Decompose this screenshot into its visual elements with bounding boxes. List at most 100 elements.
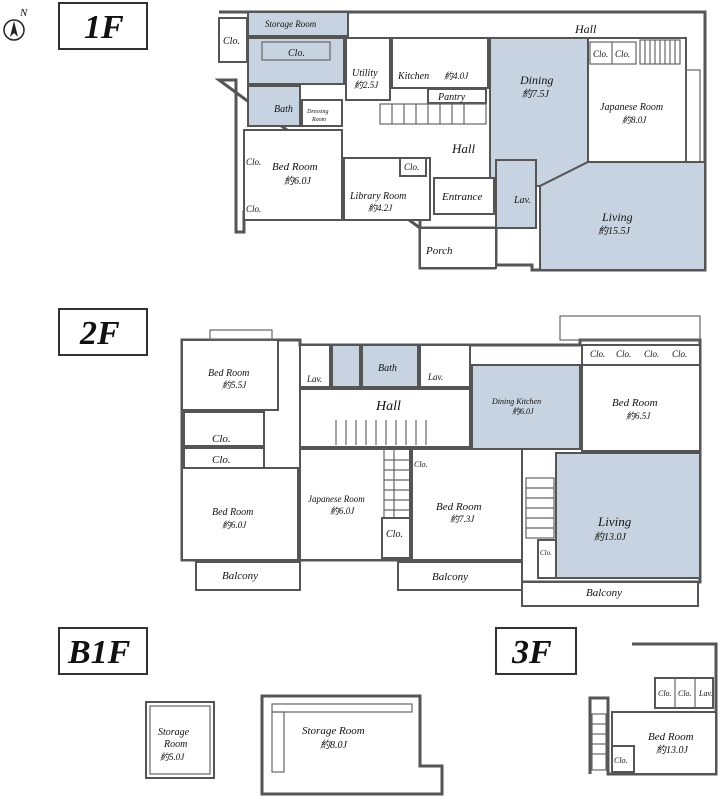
room-2f-clo-5: [183, 411, 265, 447]
room-2f-clo-8: [381, 517, 411, 559]
label-2f-clo-1: Clo.: [590, 349, 605, 359]
room-1f-utility: [345, 37, 391, 101]
plan-b1f: [145, 694, 444, 796]
label-1f-bedroom-size: 約6.0J: [284, 175, 312, 187]
label-3f-lav: Lav.: [698, 689, 712, 698]
labels-3f: Clo. Clo. Lav. Bed Room 約13.0J Clo.: [614, 689, 712, 765]
label-1f-storage: Storage Room: [265, 19, 317, 29]
room-1f-clo-b: [247, 37, 345, 85]
label-3f-bed: Bed Room: [648, 731, 694, 743]
plan-1f: [214, 10, 707, 272]
label-2f-clo-3: Clo.: [644, 349, 659, 359]
label-1f-bath: Bath: [274, 104, 293, 115]
labels-b1f: Storage Room 約5.0J Storage Room 約8.0J: [158, 725, 365, 762]
label-2f-bed4: Bed Room: [436, 501, 482, 513]
label-2f-japanese-size: 約6.0J: [330, 506, 355, 516]
floor-label-b1f: B1F: [58, 627, 148, 675]
label-1f-porch: Porch: [425, 245, 453, 257]
room-1f-living: [539, 161, 706, 271]
label-1f-living-size: 約15.5J: [598, 225, 631, 237]
label-2f-clo-7: Clo.: [414, 460, 428, 469]
label-2f-hall: Hall: [375, 399, 401, 414]
room-2f-dk: [471, 364, 581, 450]
label-b1-storage1-size: 約5.0J: [160, 752, 185, 762]
label-1f-utility: Utility: [352, 68, 378, 79]
label-2f-lav1: Lav.: [306, 374, 322, 384]
label-1f-library-size: 約4.2J: [368, 203, 393, 213]
label-3f-clo-3: Clo.: [614, 756, 628, 765]
room-2f-living: [555, 452, 701, 579]
room-2f-bed2: [581, 364, 701, 452]
room-1f-porch: [419, 227, 497, 269]
label-1f-clo-e: Clo.: [404, 162, 419, 172]
label-b1-storage2-size: 約8.0J: [320, 739, 348, 751]
label-1f-clo-c: Clo.: [593, 49, 608, 59]
label-1f-kitchen-size: 約4.0J: [444, 71, 469, 81]
label-1f-clo-a: Clo.: [223, 36, 240, 47]
label-2f-clo-5: Clo.: [212, 433, 231, 445]
label-b1-storage1: Storage: [158, 727, 190, 738]
label-2f-japanese: Japanese Room: [308, 494, 365, 504]
label-b1-storage1b: Room: [163, 739, 187, 750]
label-1f-pantry: Pantry: [437, 92, 466, 103]
label-2f-clo-8: Clo.: [386, 529, 403, 540]
label-1f-dining: Dining: [519, 73, 553, 87]
label-2f-clo-4: Clo.: [672, 349, 687, 359]
label-2f-bed3: Bed Room: [212, 507, 253, 518]
room-2f-balcony2: [397, 561, 523, 591]
label-1f-clo-f: Clo.: [246, 157, 261, 167]
room-1f-bath: [247, 85, 301, 127]
label-1f-dining-size: 約7.5J: [522, 88, 550, 100]
floor-label-2f: 2F: [58, 308, 148, 356]
room-1f-pantry: [427, 88, 487, 104]
label-1f-living: Living: [601, 210, 633, 224]
label-2f-bed1-size: 約5.5J: [222, 380, 247, 390]
labels-2f: Bed Room 約5.5J Lav. Bath Lav. Dining Kit…: [208, 349, 687, 599]
plan-3f: [588, 642, 718, 776]
room-2f-bed4: [411, 448, 523, 561]
room-2f-hall: [299, 388, 471, 448]
label-2f-clo-9: Clo.: [540, 549, 552, 557]
label-1f-japanese-size: 約8.0J: [622, 115, 647, 125]
room-2f-bath: [361, 344, 419, 388]
label-2f-balcony1: Balcony: [222, 570, 258, 582]
label-1f-hall-mid: Hall: [451, 141, 476, 156]
floor-3f-text: 3F: [511, 634, 552, 671]
room-2f-balcony3: [521, 581, 699, 607]
label-1f-utility-size: 約2.5J: [354, 80, 379, 90]
labels-1f: Storage Room Hall Clo. Clo. Clo. Clo. Ut…: [223, 19, 663, 257]
label-2f-living: Living: [597, 514, 632, 529]
label-1f-entrance: Entrance: [441, 191, 482, 203]
room-2f-japanese: [299, 448, 411, 561]
label-1f-dressing2: Room: [311, 117, 327, 123]
label-3f-clo-1: Clo.: [658, 689, 672, 698]
room-1f-bedroom: [243, 129, 343, 221]
label-1f-japanese: Japanese Room: [600, 102, 663, 113]
floor-label-1f: 1F: [58, 2, 148, 50]
room-2f-balcony1: [195, 561, 301, 591]
floor-b1f-text: B1F: [67, 634, 131, 671]
label-1f-clo-d: Clo.: [615, 49, 630, 59]
label-2f-dk-size: 約6.0J: [512, 407, 534, 416]
label-1f-kitchen: Kitchen: [397, 71, 429, 82]
label-1f-bedroom: Bed Room: [272, 161, 318, 173]
label-2f-balcony2: Balcony: [432, 571, 468, 583]
room-b1-storage1: [145, 701, 215, 779]
compass-icon: N: [3, 7, 28, 41]
room-2f-lav2: [419, 344, 471, 388]
label-3f-clo-2: Clo.: [678, 689, 692, 698]
label-2f-clo-2: Clo.: [616, 349, 631, 359]
label-2f-bed1: Bed Room: [208, 368, 249, 379]
room-1f-clo-e: [399, 157, 427, 177]
room-2f-bed1: [181, 339, 279, 411]
label-2f-lav2: Lav.: [427, 372, 443, 382]
room-1f-entrance: [433, 177, 495, 215]
label-2f-balcony3: Balcony: [586, 587, 622, 599]
label-1f-library: Library Room: [349, 191, 406, 202]
label-1f-clo-g: Clo.: [246, 204, 261, 214]
label-1f-clo-b: Clo.: [288, 48, 305, 59]
label-2f-bed4-size: 約7.3J: [450, 514, 475, 524]
label-2f-bed2: Bed Room: [612, 397, 658, 409]
label-2f-bed3-size: 約6.0J: [222, 520, 247, 530]
